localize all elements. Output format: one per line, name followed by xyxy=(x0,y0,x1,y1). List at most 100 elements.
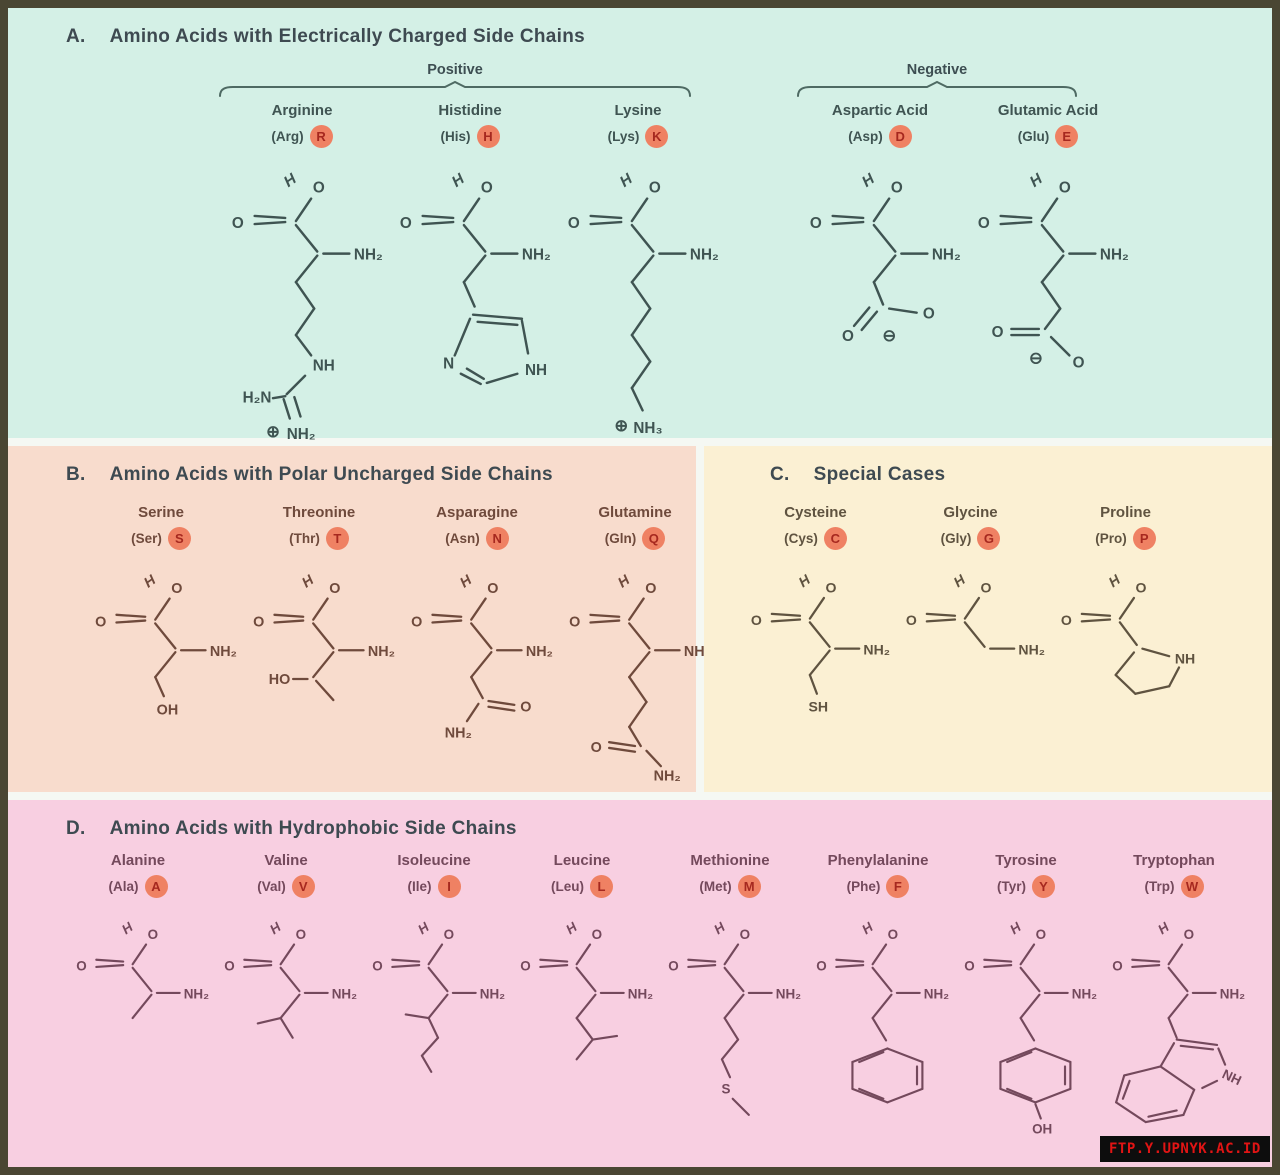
acid-abbreviation: (Ile) xyxy=(407,879,432,894)
section-d-title-text: Amino Acids with Hydrophobic Side Chains xyxy=(109,818,517,839)
acid-name: Methionine xyxy=(690,852,770,869)
svg-text:H: H xyxy=(1105,571,1123,590)
svg-text:H₂N: H₂N xyxy=(243,389,272,406)
svg-text:O: O xyxy=(649,180,661,197)
svg-text:NH₂: NH₂ xyxy=(526,644,553,660)
svg-text:N: N xyxy=(443,356,454,373)
svg-text:NH₂: NH₂ xyxy=(776,986,801,1001)
svg-text:O: O xyxy=(481,180,493,197)
svg-text:⊕: ⊕ xyxy=(266,423,280,441)
positive-label: Positive xyxy=(427,62,483,78)
acid-name: Histidine xyxy=(438,102,502,119)
svg-text:H: H xyxy=(795,571,813,590)
svg-text:NH: NH xyxy=(525,362,547,379)
svg-text:O: O xyxy=(411,614,422,630)
acid-name: Proline xyxy=(1100,504,1151,521)
svg-text:O: O xyxy=(372,959,382,974)
svg-text:NH₂: NH₂ xyxy=(368,644,395,660)
svg-text:O: O xyxy=(810,215,822,232)
svg-text:S: S xyxy=(721,1081,730,1096)
acid-name: Cysteine xyxy=(784,504,847,521)
acid-abbr-row: (Pro)P xyxy=(1095,527,1156,550)
acid-name: Alanine xyxy=(110,852,166,869)
acid-name: Asparagine xyxy=(436,504,518,521)
acid-abbr-row: (His)H xyxy=(441,125,500,148)
svg-text:O: O xyxy=(592,927,602,942)
svg-text:O: O xyxy=(1061,612,1072,628)
svg-text:HO: HO xyxy=(269,672,291,688)
letter-badge: M xyxy=(737,875,761,898)
svg-text:NH₂: NH₂ xyxy=(924,986,949,1001)
acid-name: Tryptophan xyxy=(1133,852,1215,869)
letter-badge: N xyxy=(485,527,509,550)
svg-text:OH: OH xyxy=(1032,1122,1052,1137)
svg-text:O: O xyxy=(978,215,990,232)
acid-abbreviation: (Trp) xyxy=(1144,879,1175,894)
svg-text:H: H xyxy=(449,170,469,191)
acid-abbr-row: (Lys)K xyxy=(608,125,669,148)
acid-abbr-row: (Asn)N xyxy=(445,527,509,550)
acid-abbr-row: (Val)V xyxy=(257,875,315,898)
svg-text:O: O xyxy=(1036,927,1046,942)
svg-text:O: O xyxy=(329,581,340,597)
svg-text:O: O xyxy=(891,180,903,197)
svg-text:⊖: ⊖ xyxy=(1029,350,1043,368)
letter-badge: W xyxy=(1180,875,1204,898)
letter-badge: V xyxy=(291,875,315,898)
acid-abbr-row: (Gly)G xyxy=(941,527,1001,550)
svg-text:H: H xyxy=(415,919,432,937)
svg-text:NH: NH xyxy=(1220,1066,1244,1088)
svg-text:NH₂: NH₂ xyxy=(184,986,209,1001)
acid-name: Serine xyxy=(138,504,184,521)
svg-text:O: O xyxy=(1059,180,1071,197)
negative-bracket-icon xyxy=(797,80,1077,97)
svg-text:O: O xyxy=(1184,927,1194,942)
svg-text:NH₂: NH₂ xyxy=(445,725,472,741)
acid-abbr-row: (Tyr)Y xyxy=(997,875,1055,898)
svg-text:H: H xyxy=(563,919,580,937)
acid-abbreviation: (Ser) xyxy=(131,531,162,546)
svg-text:O: O xyxy=(923,306,935,323)
svg-text:NH₂: NH₂ xyxy=(332,986,357,1001)
svg-text:NH: NH xyxy=(313,358,335,375)
acid-name: Aspartic Acid xyxy=(831,102,929,119)
acid-abbreviation: (Leu) xyxy=(551,879,584,894)
section-polar-uncharged: B. Amino Acids with Polar Uncharged Side… xyxy=(8,446,711,792)
section-hydrophobic: D. Amino Acids with Hydrophobic Side Cha… xyxy=(8,800,1272,1167)
svg-text:SH: SH xyxy=(808,699,828,715)
acid-name: Lysine xyxy=(614,102,662,119)
section-a-title-text: Amino Acids with Electrically Charged Si… xyxy=(109,26,585,47)
svg-text:O: O xyxy=(740,927,750,942)
svg-text:H: H xyxy=(457,572,475,591)
svg-text:O: O xyxy=(253,614,264,630)
svg-text:NH₂: NH₂ xyxy=(1220,986,1245,1001)
svg-text:O: O xyxy=(842,328,854,345)
acid-abbr-row: (Leu)L xyxy=(551,875,613,898)
svg-text:NH₂: NH₂ xyxy=(522,247,551,264)
letter-badge: F xyxy=(886,875,910,898)
svg-text:H: H xyxy=(141,572,159,591)
watermark: FTP.Y.UPNYK.AC.ID xyxy=(1100,1136,1270,1162)
acid-name: Threonine xyxy=(282,504,356,521)
